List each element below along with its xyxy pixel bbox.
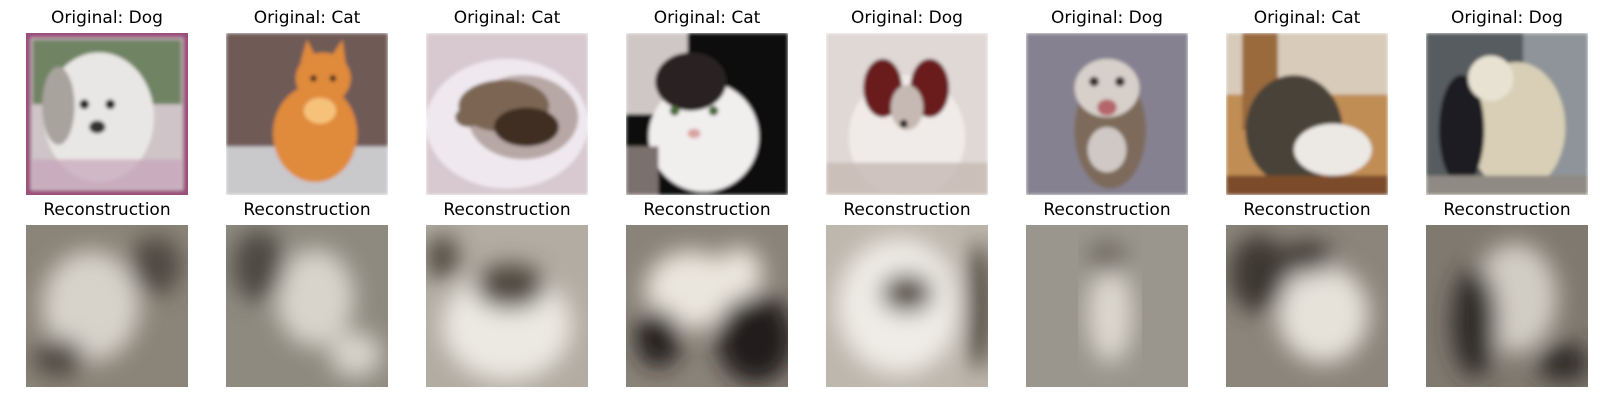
reconstruction-image	[626, 225, 788, 387]
reconstruction-image	[426, 225, 588, 387]
original-title: Original: Dog	[1451, 8, 1563, 28]
reconstruction-image	[826, 225, 988, 387]
original-photo-graphic	[626, 33, 788, 195]
reconstruction-title: Reconstruction	[843, 200, 971, 220]
original-image	[1026, 33, 1188, 195]
original-title: Original: Dog	[1051, 8, 1163, 28]
original-photo-graphic	[1426, 33, 1588, 195]
original-image	[1426, 33, 1588, 195]
reconstruction-graphic	[1226, 225, 1388, 387]
original-image	[626, 33, 788, 195]
reconstruction-graphic	[1026, 225, 1188, 387]
original-title: Original: Dog	[851, 8, 963, 28]
original-photo-graphic	[226, 33, 388, 195]
original-title: Original: Cat	[653, 8, 761, 28]
reconstruction-title: Reconstruction	[1243, 200, 1371, 220]
original-image	[826, 33, 988, 195]
original-title: Original: Cat	[453, 8, 561, 28]
original-photo-graphic	[826, 33, 988, 195]
original-image	[426, 33, 588, 195]
reconstruction-image	[1026, 225, 1188, 387]
original-title: Original: Dog	[51, 8, 163, 28]
reconstruction-image	[1226, 225, 1388, 387]
reconstruction-graphic	[226, 225, 388, 387]
reconstruction-title: Reconstruction	[243, 200, 371, 220]
original-image	[1226, 33, 1388, 195]
original-photo-graphic	[1226, 33, 1388, 195]
reconstruction-title: Reconstruction	[1443, 200, 1571, 220]
reconstruction-graphic	[26, 225, 188, 387]
reconstruction-image	[226, 225, 388, 387]
reconstruction-title: Reconstruction	[1043, 200, 1171, 220]
original-image	[226, 33, 388, 195]
original-image	[26, 33, 188, 195]
reconstruction-graphic	[826, 225, 988, 387]
reconstruction-image	[26, 225, 188, 387]
reconstruction-title: Reconstruction	[443, 200, 571, 220]
original-title: Original: Cat	[1253, 8, 1361, 28]
original-photo-graphic	[426, 33, 588, 195]
original-title: Original: Cat	[253, 8, 361, 28]
reconstruction-graphic	[626, 225, 788, 387]
reconstruction-graphic	[1426, 225, 1588, 387]
reconstruction-title: Reconstruction	[643, 200, 771, 220]
reconstruction-image	[1426, 225, 1588, 387]
original-photo-graphic	[26, 33, 188, 195]
original-photo-graphic	[1026, 33, 1188, 195]
reconstruction-title: Reconstruction	[43, 200, 171, 220]
reconstruction-graphic	[426, 225, 588, 387]
